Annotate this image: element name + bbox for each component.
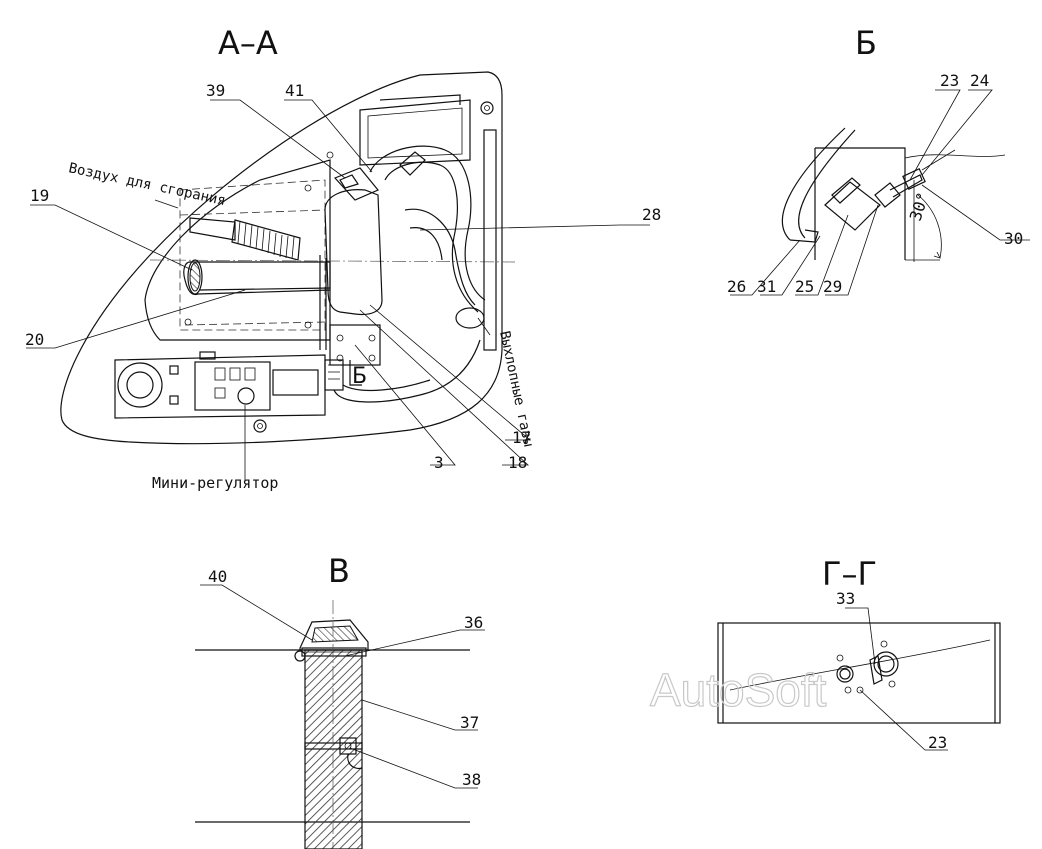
- note-combustion-air: Воздух для сгорания: [67, 160, 227, 209]
- section-label-aa: А–А: [218, 24, 278, 62]
- watermark-logo: AutoSoft: [650, 664, 827, 716]
- callout-26: 26: [727, 277, 746, 296]
- callout-18: 18: [508, 453, 527, 472]
- corrugated-hose: [231, 219, 301, 261]
- section-gg-view: [717, 607, 1001, 751]
- callout-39: 39: [206, 81, 225, 100]
- callout-38: 38: [462, 770, 481, 789]
- callout-33: 33: [836, 589, 855, 608]
- callout-17: 17: [512, 428, 531, 447]
- note-mini-regulator: Мини-регулятор: [152, 474, 278, 492]
- section-label-v: В: [328, 552, 350, 590]
- callout-41: 41: [285, 81, 304, 100]
- callout-40: 40: [208, 567, 227, 586]
- callout-19: 19: [30, 186, 49, 205]
- section-v-view: [195, 584, 485, 849]
- section-label-b: Б: [855, 24, 877, 62]
- callout-3: 3: [434, 453, 444, 472]
- b-section-marker: Б: [352, 364, 367, 389]
- section-aa-view: [26, 71, 650, 480]
- callout-36: 36: [464, 613, 483, 632]
- callout-30: 30: [1004, 229, 1023, 248]
- callout-23-gg: 23: [928, 733, 947, 752]
- callout-23-b: 23: [940, 71, 959, 90]
- angle-label: 30°: [906, 190, 933, 223]
- callout-37: 37: [460, 713, 479, 732]
- callout-25: 25: [795, 277, 814, 296]
- callout-20: 20: [25, 330, 44, 349]
- callout-29: 29: [823, 277, 842, 296]
- section-label-gg: Г–Г: [822, 555, 877, 593]
- callout-31: 31: [757, 277, 776, 296]
- callout-28: 28: [642, 205, 661, 224]
- callout-24: 24: [970, 71, 989, 90]
- section-b-view: [730, 89, 1030, 296]
